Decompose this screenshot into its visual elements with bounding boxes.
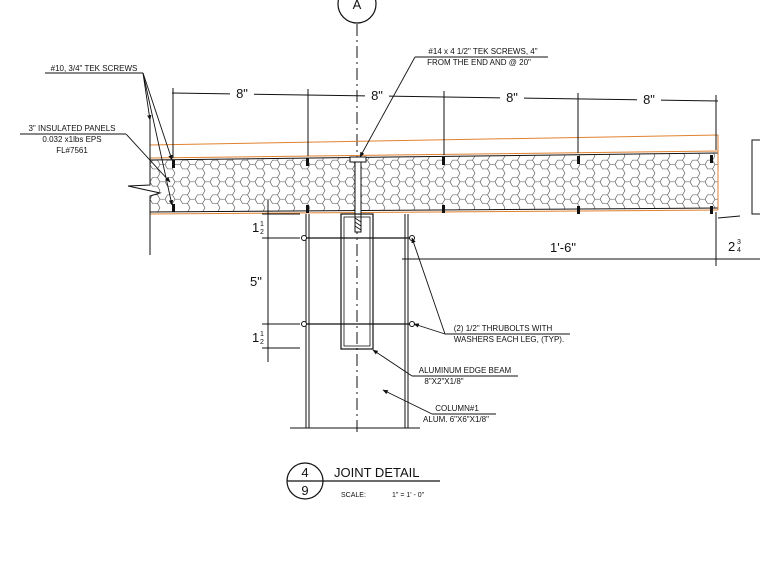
svg-text:4: 4	[737, 247, 741, 254]
top-dimension	[171, 88, 719, 158]
note-tek-large-1: #14 x 4 1/2" TEK SCREWS, 4"	[428, 47, 537, 56]
note-edge-beam-1: ALUMINUM EDGE BEAM	[419, 366, 512, 375]
dim-top-3: 8"	[506, 90, 518, 105]
note-thrubolts-2: WASHERS EACH LEG, (TYP).	[454, 335, 564, 344]
scale-value: 1" = 1' - 0"	[392, 492, 425, 499]
note-tek-small: #10, 3/4" TEK SCREWS	[51, 64, 138, 73]
note-column-2: ALUM. 6"X6"X1/8"	[423, 415, 489, 424]
small-tek-screws	[172, 155, 713, 214]
note-panels-2: 0.032 x1lbs EPS	[42, 135, 101, 144]
svg-text:3: 3	[737, 239, 741, 246]
note-panels-3: FL#7561	[56, 146, 88, 155]
svg-text:2: 2	[260, 229, 264, 236]
large-tek-screw	[349, 156, 367, 233]
dim-left-lower: 1 1 2	[252, 330, 264, 346]
dim-span: 1'-6"	[550, 240, 576, 255]
dim-top-1: 8"	[236, 86, 248, 101]
thrubolts	[301, 235, 415, 327]
sheet-number: 9	[301, 483, 308, 498]
section-marker-label: A	[353, 0, 362, 12]
dim-right-fraction: 2 3 4	[728, 239, 741, 254]
section-marker: A	[337, 0, 377, 24]
note-panels-1: 3" INSULATED PANELS	[28, 124, 115, 133]
note-column-1: COLUMN#1	[435, 404, 479, 413]
note-edge-beam-2: 8"X2"X1/8"	[424, 377, 463, 386]
svg-text:1: 1	[260, 331, 264, 338]
column	[290, 214, 420, 429]
leaders	[20, 56, 570, 415]
left-dimension	[262, 200, 300, 362]
svg-text:1: 1	[260, 221, 264, 228]
detail-title: JOINT DETAIL	[334, 465, 419, 480]
svg-text:1: 1	[252, 220, 259, 235]
note-thrubolts-1: (2) 1/2" THRUBOLTS WITH	[454, 324, 553, 333]
note-tek-large-2: FROM THE END AND @ 20"	[427, 58, 531, 67]
svg-text:2: 2	[728, 239, 735, 254]
insulated-panel	[127, 120, 760, 255]
svg-text:2: 2	[260, 339, 264, 346]
dim-top-4: 8"	[643, 92, 655, 107]
dim-left-mid: 5"	[250, 274, 262, 289]
detail-number: 4	[301, 465, 308, 480]
title-block: 4 9 JOINT DETAIL SCALE: 1" = 1' - 0"	[286, 462, 440, 500]
edge-beam	[340, 213, 374, 350]
dim-left-upper: 1 1 2	[252, 220, 264, 236]
span-dimension	[402, 212, 760, 266]
dim-top-2: 8"	[371, 88, 383, 103]
svg-text:1: 1	[252, 330, 259, 345]
scale-label: SCALE:	[341, 492, 366, 499]
